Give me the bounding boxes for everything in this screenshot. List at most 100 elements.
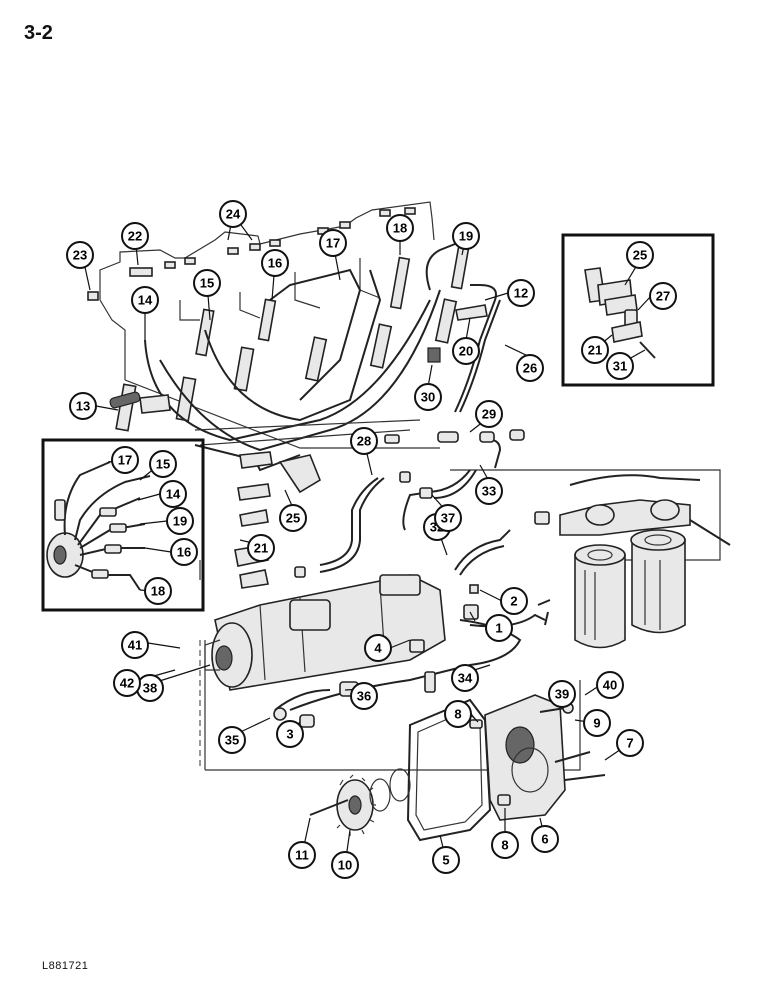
callout-40: 40 [596,671,624,699]
svg-text:7: 7 [626,736,633,751]
callout-37: 37 [434,504,462,532]
callout-26: 26 [516,354,544,382]
leader-lines [82,213,652,866]
injector-nozzle-1 [109,383,141,432]
svg-text:14: 14 [138,293,153,308]
svg-text:1: 1 [495,621,502,636]
callout-20: 20 [452,337,480,365]
svg-text:35: 35 [225,733,239,748]
callout-3: 3 [276,720,304,748]
svg-text:21: 21 [254,541,268,556]
svg-text:34: 34 [458,671,473,686]
injection-pump [204,574,446,691]
svg-text:27: 27 [656,289,670,304]
svg-text:25: 25 [286,511,300,526]
svg-text:40: 40 [603,678,617,693]
section-lines [199,470,721,770]
inset-left-callout-17: 17 [111,446,139,474]
callout-8a: 8 [444,700,472,728]
inset-left-callout-16: 16 [170,538,198,566]
inset-left-callout-14: 14 [159,480,187,508]
injector-nozzle-5 [369,323,393,369]
svg-text:5: 5 [442,853,449,868]
callout-35: 35 [218,726,246,754]
svg-text:4: 4 [374,641,382,656]
inset-right-callout-31: 31 [606,352,634,380]
callout-7: 7 [616,729,644,757]
callout-23: 23 [66,241,94,269]
svg-text:13: 13 [76,399,90,414]
inset-clamp-assembly [561,233,715,387]
svg-text:29: 29 [482,407,496,422]
inset-left-callout-15: 15 [149,450,177,478]
page-number: 3-2 [24,22,53,44]
svg-text:8: 8 [454,707,461,722]
pump-drive-cover [469,694,566,821]
leak-off-connectors [87,207,416,301]
callout-18: 18 [386,214,414,242]
callout-4: 4 [364,634,392,662]
callout-19: 19 [452,222,480,250]
callout-2: 2 [500,587,528,615]
callout-5: 5 [432,846,460,874]
callout-1: 1 [485,614,513,642]
fuel-filters [574,529,686,649]
inset-left-callout-19: 19 [166,507,194,535]
injector-nozzle-6 [434,298,458,344]
injector-nozzle-4 [304,336,328,382]
callout-36: 36 [350,682,378,710]
callout-9: 9 [583,709,611,737]
svg-text:18: 18 [151,584,165,599]
svg-text:37: 37 [441,511,455,526]
svg-text:24: 24 [226,207,241,222]
svg-text:42: 42 [120,676,134,691]
svg-text:16: 16 [268,256,282,271]
fuel-lines-mid [319,429,525,576]
callout-14: 14 [131,286,159,314]
callout-15: 15 [193,269,221,297]
return-pipe [427,284,501,413]
svg-text:19: 19 [459,229,473,244]
svg-text:18: 18 [393,221,407,236]
svg-text:2: 2 [510,594,517,609]
svg-text:16: 16 [177,545,191,560]
callout-28: 28 [350,427,378,455]
callout-6: 6 [531,825,559,853]
svg-text:8: 8 [501,838,508,853]
callout-16: 16 [261,249,289,277]
svg-text:9: 9 [593,716,600,731]
svg-text:28: 28 [357,434,371,449]
inset-line-identification [41,438,205,612]
inset-right-callout-27: 27 [649,282,677,310]
callout-33: 33 [475,477,503,505]
svg-text:26: 26 [523,361,537,376]
callout-41: 41 [121,631,149,659]
svg-text:12: 12 [514,286,528,301]
svg-text:41: 41 [128,638,142,653]
svg-text:17: 17 [326,236,340,251]
callout-8b: 8 [491,831,519,859]
svg-text:14: 14 [166,487,181,502]
svg-text:15: 15 [156,457,170,472]
filter-head [534,474,731,546]
svg-text:30: 30 [421,390,435,405]
injector-nozzle-3 [233,346,255,392]
callout-38: 38 [136,674,164,702]
inset-left-callout-18: 18 [144,577,172,605]
svg-text:10: 10 [338,858,352,873]
callout-21: 21 [247,534,275,562]
svg-text:19: 19 [173,514,187,529]
callout-17: 17 [319,229,347,257]
svg-text:17: 17 [118,453,132,468]
svg-text:15: 15 [200,276,214,291]
inset-right-callout-25: 25 [626,241,654,269]
callout-13: 13 [69,392,97,420]
svg-text:11: 11 [295,848,309,863]
injector-nozzle-small [195,246,470,357]
callout-42: 42 [113,669,141,697]
callout-11: 11 [288,841,316,869]
callout-22: 22 [121,222,149,250]
svg-text:31: 31 [613,359,627,374]
svg-text:23: 23 [73,248,87,263]
